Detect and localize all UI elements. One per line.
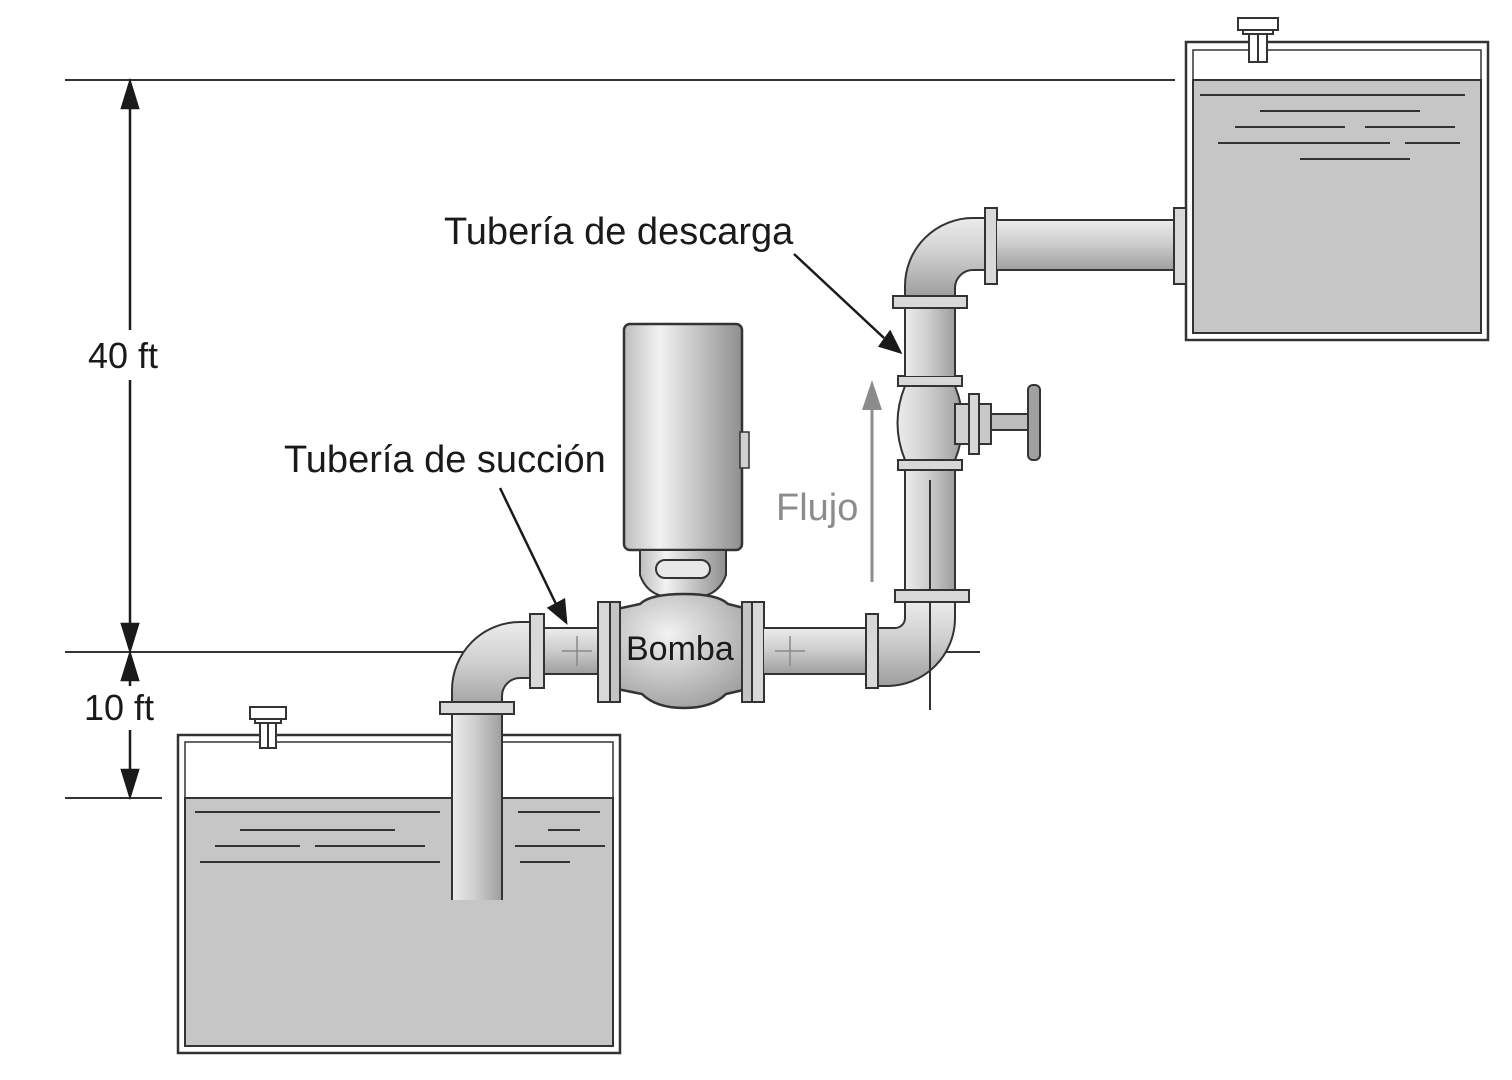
suction-pipe-label: Tubería de succión (284, 439, 606, 481)
pump-label: Bomba (626, 630, 734, 668)
dimension-arrow-40ft (120, 77, 140, 655)
pump (597, 322, 765, 710)
gate-valve-icon (896, 375, 1041, 471)
height-label-lower: 10 ft (84, 687, 154, 728)
flow-arrow-icon (862, 380, 882, 582)
height-label-upper: 40 ft (88, 335, 158, 376)
discharge-pipe-label: Tubería de descarga (444, 211, 794, 253)
discharge-pipe-leader (793, 253, 903, 355)
discharge-tank-vent-icon (1237, 17, 1279, 63)
suction-pipe (439, 613, 602, 900)
suction-tank-vent-icon (249, 706, 287, 749)
discharge-tank (1184, 40, 1490, 342)
flow-label: Flujo (776, 487, 858, 529)
dimension-arrow-10ft (120, 649, 140, 801)
discharge-pipe (764, 207, 1187, 710)
suction-pipe-leader (498, 487, 568, 625)
suction-tank (176, 733, 622, 1055)
motor (622, 322, 744, 552)
